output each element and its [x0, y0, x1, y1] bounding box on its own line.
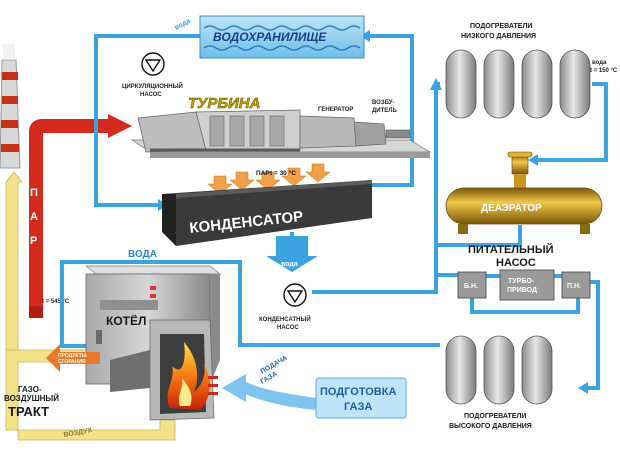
deaerator-label: ДЕАЭРАТОР	[481, 203, 542, 214]
exciter-label-1: ВОЗБУ-	[372, 100, 395, 106]
hp-heaters-label-2: ВЫСОКОГО ДАВЛЕНИЯ	[449, 423, 532, 430]
fire-icon	[167, 342, 210, 410]
turbine-assembly	[130, 109, 432, 158]
hp-heaters	[445, 335, 553, 405]
water-top-label: вода	[174, 18, 192, 32]
steam-exhaust-arrows	[207, 163, 331, 195]
arrow-to-deaerator	[528, 154, 538, 166]
condenser	[162, 180, 372, 246]
combustion-products-2: СГОРАНИЯ	[58, 359, 86, 365]
turbo-label-2: ПРИВОД	[507, 287, 537, 294]
gas-prep-1: ПОДГОТОВКА	[320, 386, 396, 398]
air-label: ВОЗДУХ	[63, 427, 93, 439]
arrow-to-lp-heaters	[430, 78, 442, 90]
condenser-steam-label: ПАР	[256, 170, 270, 177]
reservoir	[199, 15, 365, 59]
cond-pump-label-2: НАСОС	[277, 325, 299, 331]
condensate-arrow	[266, 236, 318, 272]
arrow-to-reservoir	[360, 30, 370, 42]
combustion-products-arrow	[46, 344, 100, 372]
steam-temp-label: t = 545 °C	[42, 299, 70, 305]
exciter-label-2: ДИТЕЛЬ	[372, 108, 397, 114]
gas-air-label-2: ВОЗДУШНЫЙ	[4, 394, 59, 403]
gas-supply-arrow	[222, 374, 316, 410]
steam-label-r: Р	[30, 235, 37, 247]
condenser-temp-label: t = 30 °C	[270, 169, 296, 177]
feed-pump-assembly	[457, 269, 591, 301]
circulation-pump	[141, 52, 165, 76]
water-label: ВОДА	[128, 249, 157, 260]
condensate-pump	[283, 283, 307, 307]
gas-air-label-3: ТРАКТ	[8, 404, 49, 419]
chimney	[0, 44, 21, 169]
burner-nozzles	[208, 376, 218, 395]
steam-label-a: А	[30, 211, 38, 223]
boiler-label: КОТЁЛ	[106, 313, 146, 328]
turbine-label: ТУРБИНА	[188, 95, 260, 112]
feed-pump-label-2: НАСОС	[496, 257, 536, 269]
lp-water-label-1: вода	[592, 60, 607, 66]
feed-pump-label-1: ПИТАТЕЛЬНЫЙ	[468, 243, 554, 256]
steam-pipe	[29, 114, 132, 318]
deaerator	[445, 151, 603, 234]
turbo-label-1: ТУРБО-	[508, 278, 535, 285]
hp-heaters-label-1: ПОДОГРЕВАТЕЛИ	[464, 413, 526, 420]
gas-preparation-box	[315, 377, 407, 419]
arrow-to-hp-heaters	[578, 382, 588, 394]
lp-water-label-2: t = 150 °C	[590, 68, 618, 74]
lp-heaters	[445, 49, 591, 119]
steam-label-p: П	[30, 187, 38, 199]
generator-label: ГЕНЕРАТОР	[318, 107, 353, 113]
bn-label: Б.Н.	[464, 283, 478, 290]
gas-air-label-1: ГАЗО-	[18, 385, 42, 394]
circ-pump-label-2: НАСОС	[140, 92, 162, 98]
cond-pump-label-1: КОНДЕНСАТНЫЙ	[259, 315, 311, 323]
lp-heaters-label-1: ПОДОГРЕВАТЕЛИ	[470, 23, 532, 30]
reservoir-label: ВОДОХРАНИЛИЩЕ	[213, 30, 327, 44]
lp-heaters-label-2: НИЗКОГО ДАВЛЕНИЯ	[461, 33, 536, 40]
combustion-products-1: ПРОДУКТЫ	[58, 353, 87, 359]
cooling-water-loop	[60, 34, 608, 390]
condensate-water-label: вода	[281, 261, 298, 268]
circ-pump-label-1: ЦИРКУЛЯЦИОННЫЙ	[122, 82, 183, 90]
pn-label: П.Н.	[567, 283, 581, 290]
gas-prep-2: ГАЗА	[344, 401, 372, 413]
